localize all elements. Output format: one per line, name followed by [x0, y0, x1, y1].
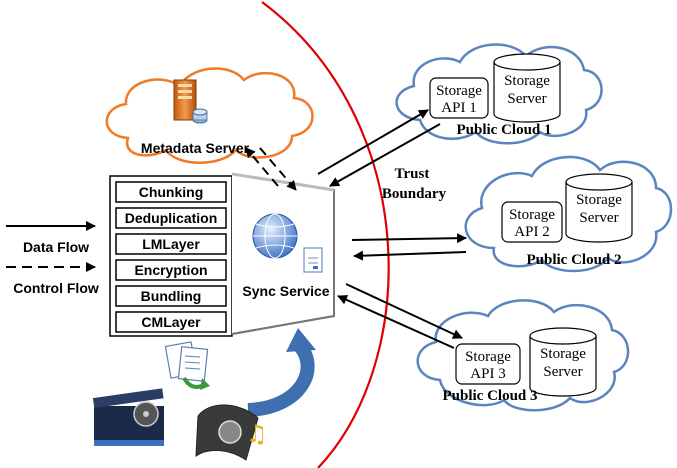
pipeline-step-box: [115, 207, 227, 229]
video-clapper-icon: [92, 388, 164, 446]
storage-api-box: Storage API 1: [429, 77, 489, 119]
sync-service-label: Sync Service: [242, 283, 329, 299]
storage-server-cylinder: Storage Server: [529, 327, 597, 397]
globe-icon: [252, 213, 298, 259]
storage-api-label-2: API 2: [514, 224, 549, 240]
storage-server-label-2: Server: [507, 91, 546, 107]
documents-icon: [164, 341, 210, 390]
storage-api-box: Storage API 2: [501, 201, 563, 243]
sync-service: Sync Service: [231, 172, 335, 335]
storage-server-cylinder: Storage Server: [565, 173, 633, 243]
storage-api-box: Storage API 3: [455, 343, 521, 385]
film-music-icon: ♫: [195, 404, 268, 461]
data-arrow-from-cloud-2: [353, 250, 467, 261]
storage-server-label-1: Storage: [540, 346, 586, 362]
storage-api-label-1: Storage: [509, 207, 555, 223]
public-cloud-1: Storage Server Storage API 1 Public Clou…: [395, 43, 603, 145]
storage-api-label-1: Storage: [465, 349, 511, 365]
pipeline-step-encryption: Encryption: [134, 262, 207, 278]
legend: Data Flow Control Flow: [6, 221, 99, 296]
pipeline-step-cmlayer: CMLayer: [141, 314, 201, 330]
pipeline-step-deduplication: Deduplication: [125, 210, 218, 226]
pipeline-step-bundling: Bundling: [141, 288, 202, 304]
storage-server-cylinder: Storage Server: [493, 53, 561, 123]
pipeline-step-box: [115, 285, 227, 307]
data-arrow-to-cloud-1: [317, 109, 429, 175]
data-arrow-from-cloud-1: [329, 123, 441, 187]
public-cloud-title: Public Cloud 2: [526, 252, 621, 268]
storage-api-label-2: API 3: [470, 366, 505, 382]
pipeline-step-box: [115, 259, 227, 281]
public-cloud-2: Storage Server Storage API 2 Public Clou…: [464, 155, 673, 273]
control-arrow-to-metadata: [245, 147, 279, 187]
server-icon: [173, 79, 208, 124]
upload-curved-arrow: [247, 328, 316, 417]
storage-api-label-2: API 1: [441, 100, 476, 116]
storage-api-label-1: Storage: [436, 83, 482, 99]
storage-server-label-2: Server: [543, 364, 582, 380]
data-arrow-from-cloud-3: [337, 295, 455, 349]
pipeline-step-box: [115, 311, 227, 333]
metadata-server-label: Metadata Server: [141, 140, 250, 156]
pipeline-stack: ChunkingDeduplicationLMLayerEncryptionBu…: [109, 175, 233, 337]
trust-boundary-label-line2: Boundary: [382, 186, 447, 202]
pipeline-step-box: [115, 233, 227, 255]
svg-text:♫: ♫: [246, 420, 268, 448]
storage-server-label-2: Server: [579, 210, 618, 226]
data-flow-label: Data Flow: [23, 239, 89, 255]
public-cloud-title: Public Cloud 3: [442, 388, 537, 404]
control-arrow-to-sync: [259, 147, 297, 191]
control-flow-label: Control Flow: [13, 280, 99, 296]
public-cloud-title: Public Cloud 1: [456, 122, 551, 138]
public-cloud-3: Storage Server Storage API 3 Public Clou…: [416, 299, 630, 412]
pipeline-step-box: [115, 181, 227, 203]
storage-server-label-1: Storage: [576, 192, 622, 208]
pipeline-step-chunking: Chunking: [139, 184, 204, 200]
metadata-server-cloud: Metadata Server: [105, 67, 314, 164]
storage-server-label-1: Storage: [504, 73, 550, 89]
data-arrow-to-cloud-2: [351, 233, 467, 244]
document-icon: [303, 247, 323, 273]
pipeline-step-lmlayer: LMLayer: [142, 236, 200, 252]
data-arrow-to-cloud-3: [345, 283, 463, 339]
trust-boundary-label-line1: Trust: [395, 166, 430, 182]
